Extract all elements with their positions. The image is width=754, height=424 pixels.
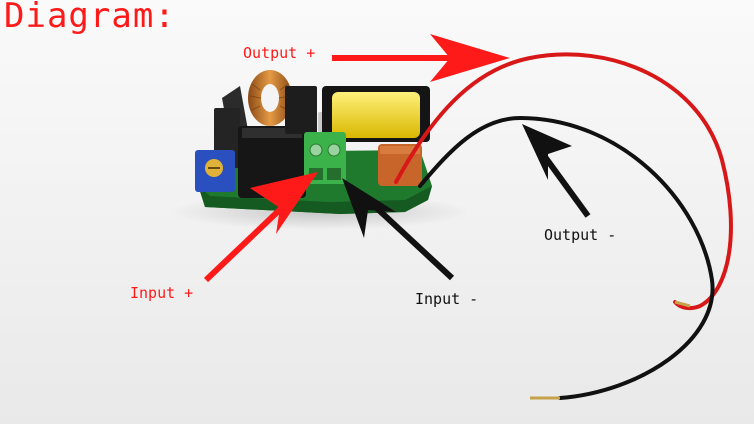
terminal-screw-1 (309, 143, 323, 157)
output-positive-wire (394, 52, 733, 311)
red-wire-tip (674, 300, 691, 308)
terminal-screw-2 (327, 143, 341, 157)
label-output-positive: Output + (243, 44, 316, 62)
label-input-positive: Input + (130, 284, 194, 302)
terminal-hole-2 (327, 168, 341, 180)
arrow-output-positive (332, 34, 510, 82)
relay-top (242, 128, 302, 138)
capacitor-highlight (380, 146, 420, 154)
transformer (332, 92, 420, 138)
label-output-negative: Output - (544, 226, 617, 244)
arrow-output-negative (522, 124, 591, 218)
mosfet (285, 86, 317, 134)
output-negative-wire (418, 115, 715, 400)
diagram-title: Diagram: (4, 0, 176, 36)
coil-hole (261, 84, 279, 112)
arrow-input-negative (342, 178, 455, 281)
label-input-negative: Input - (415, 290, 479, 308)
arrow-input-positive (203, 172, 318, 283)
